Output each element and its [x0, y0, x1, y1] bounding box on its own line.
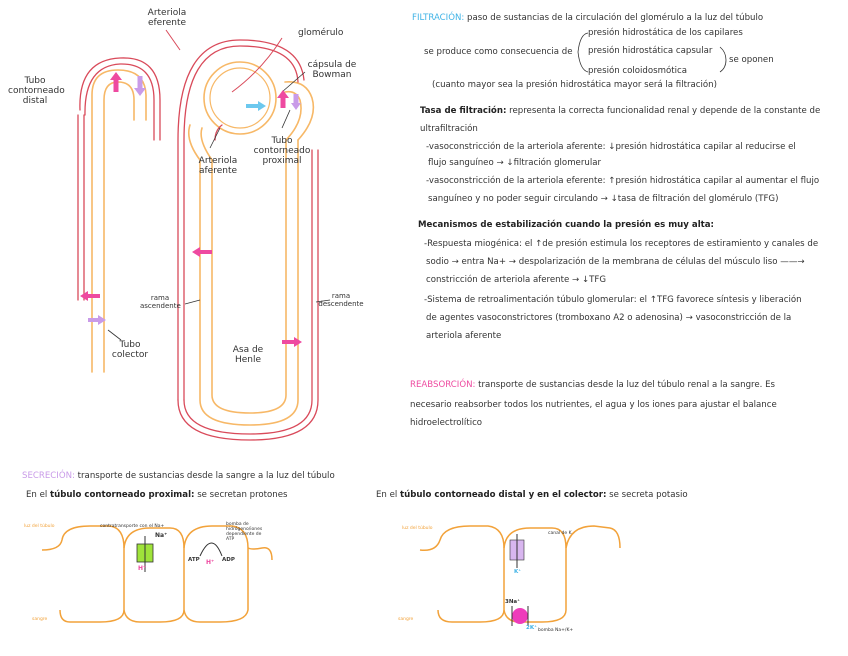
sangre-label-left: sangre: [32, 617, 48, 622]
mecanismos-r3: constricción de arteriola aferente → ↓TF…: [426, 275, 606, 285]
bomba-nak-label: bomba Na+/K+: [538, 628, 574, 633]
tasa-v2a: -vasoconstricción de la arteriola eferen…: [426, 176, 820, 186]
filtracion-p2: presión hidrostática capsular: [588, 46, 713, 56]
mecanismos-s1: -Sistema de retroalimentación túbulo glo…: [424, 295, 802, 305]
tasa-line1: Tasa de filtración: representa la correc…: [420, 106, 821, 116]
reabsorcion-line2: necesario reabsorber todos los nutriente…: [410, 400, 777, 410]
filtracion-cause: se produce como consecuencia de: [424, 47, 573, 57]
filtracion-p3: presión coloidosmótica: [588, 66, 687, 76]
cotransporte-label: contratransporte con el Na+: [100, 524, 165, 529]
luz-tubulo-label-right: luz del túbulo: [402, 526, 433, 531]
tasa-title: Tasa de filtración:: [420, 106, 507, 116]
filtracion-line: FILTRACIÓN: paso de sustancias de la cir…: [412, 13, 763, 24]
reabsorcion-line3: hidroelectrolítico: [410, 418, 483, 428]
tubule-outline: [91, 69, 315, 426]
h-label-1: H⁺: [138, 565, 147, 572]
blood-vessel: [77, 39, 319, 441]
mecanismos-title: Mecanismos de estabilización cuando la p…: [418, 220, 714, 230]
label-arteriola-eferente: Arteriola eferente: [147, 8, 187, 28]
label-tubo-colector: Tubo colector: [111, 340, 149, 360]
mecanismos-r1: -Respuesta miogénica: el ↑de presión est…: [424, 239, 819, 249]
k2-label: 2K⁺: [526, 625, 537, 631]
label-rama-ascendente: rama ascendente: [140, 294, 181, 310]
adp-label: ADP: [222, 557, 235, 563]
secrecion-proximal-heading: En el túbulo contorneado proximal: se se…: [26, 490, 288, 500]
bomba-atp-label: bomba de hidrógeno/iones dependiente de …: [226, 522, 263, 542]
label-glomerulo: glomérulo: [298, 28, 344, 38]
secrecion-title: SECRECIÓN:: [22, 471, 75, 481]
filtracion-note: (cuanto mayor sea la presión hidrostátic…: [432, 80, 717, 90]
label-arteriola-aferente: Arteriola aferente: [198, 156, 238, 176]
na3-label: 3Na⁺: [505, 599, 521, 605]
filtracion-def: paso de sustancias de la circulación del…: [467, 13, 764, 23]
reabsorcion-title: REABSORCIÓN:: [410, 380, 476, 390]
tasa-v1a: -vasoconstricción de la arteriola aferen…: [426, 142, 796, 152]
na-k-pump: [512, 608, 528, 624]
canal-k-label: canal de K: [548, 531, 572, 536]
label-capsula-bowman: cápsula de Bowman: [307, 60, 357, 80]
bowman-pointer: [281, 71, 306, 93]
transport-arrows: [80, 72, 302, 347]
luz-tubulo-label-left: luz del túbulo: [24, 524, 55, 529]
tasa-v2b: sanguíneo y no poder seguir circulando →…: [428, 194, 779, 204]
atp-label: ATP: [188, 557, 200, 563]
mecanismos-s2: de agentes vasoconstrictores (tromboxano…: [426, 313, 792, 323]
filtracion-p1: presión hidrostática de los capilares: [588, 28, 743, 38]
secrecion-distal-heading: En el túbulo contorneado distal y en el …: [376, 490, 688, 500]
sangre-label-right: sangre: [398, 617, 414, 622]
label-asa-henle: Asa de Henle: [232, 345, 264, 365]
mecanismos-s3: arteriola aferente: [426, 331, 502, 341]
bowman-capsule: [203, 61, 277, 135]
glomerulo-pointer: [231, 37, 283, 93]
reabsorcion-line1: REABSORCIÓN: transporte de sustancias de…: [410, 380, 776, 390]
k-label: K⁺: [514, 569, 522, 575]
tasa-v1b: flujo sanguíneo → ↓filtración glomerular: [428, 158, 602, 168]
label-tubo-distal: Tubo contorneado distal: [8, 76, 65, 106]
eferente-pointer: [165, 29, 181, 51]
filtracion-title: FILTRACIÓN:: [412, 13, 465, 23]
secrecion-line: SECRECIÓN: transporte de sustancias desd…: [22, 471, 335, 481]
h-label-2: H⁺: [206, 559, 215, 566]
label-tubo-proximal: Tubo contorneado proximal: [253, 136, 311, 166]
label-rama-descendente: rama descendente: [318, 292, 364, 308]
cells-proximal: [41, 525, 273, 623]
na-label: Na⁺: [155, 532, 168, 539]
filtracion-oppose: se oponen: [729, 55, 774, 65]
tasa-line2: ultrafiltración: [420, 124, 478, 134]
mecanismos-r2: sodio → entra Na+ → despolarización de l…: [426, 257, 805, 267]
atp-pump: [199, 542, 223, 557]
